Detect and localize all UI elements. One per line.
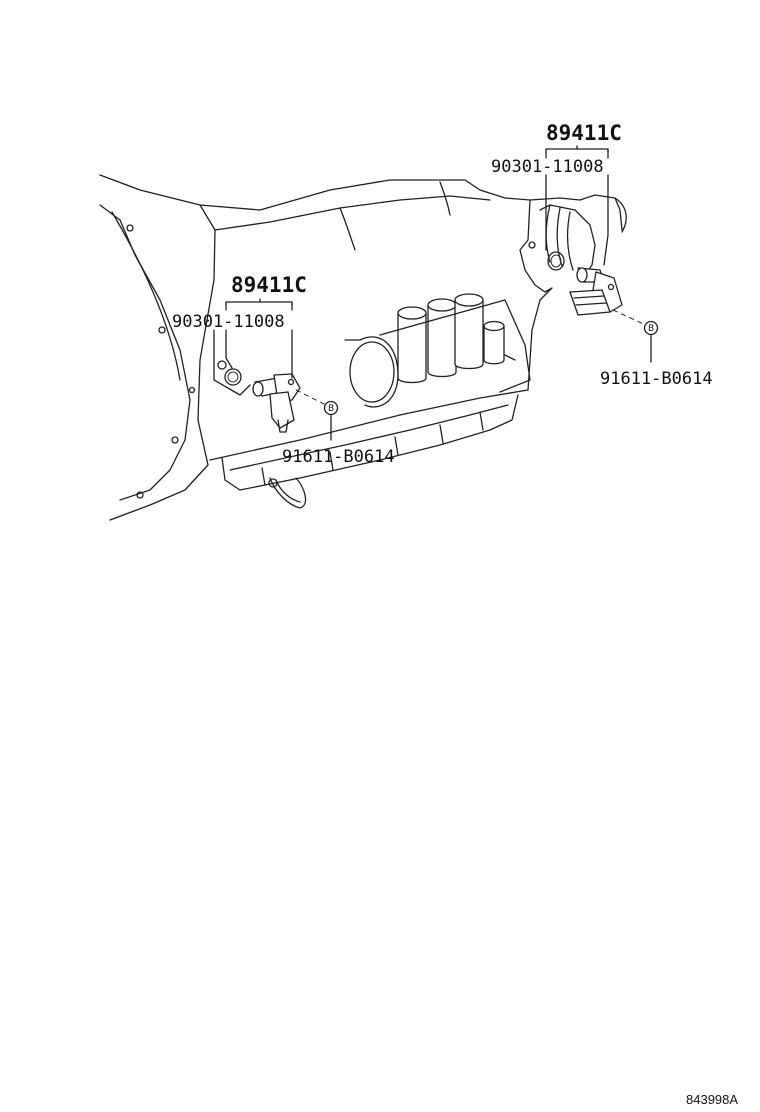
right-oring (547, 251, 565, 271)
diagram-reference-code: 843998A (686, 1092, 738, 1107)
right-bolt-callout-letter: B (648, 324, 654, 334)
left-bolt-callout-letter: B (328, 404, 334, 414)
left-oring (224, 368, 242, 386)
left-assembly-part-number: 89411C (231, 273, 307, 297)
transmission-housing-drawing (99, 174, 627, 521)
right-bolt-part-number: 91611-B0614 (600, 369, 713, 389)
left-bolt-part-number: 91611-B0614 (282, 447, 395, 467)
left-speed-sensor (252, 373, 301, 433)
right-assembly-part-number: 89411C (546, 121, 622, 145)
right-oring-part-number: 90301-11008 (491, 157, 604, 177)
right-sensor-group: B (545, 145, 659, 363)
left-sensor-group: B (224, 298, 339, 441)
right-speed-sensor (569, 267, 623, 316)
solenoid-cylinders (397, 293, 505, 384)
left-oring-part-number: 90301-11008 (172, 312, 285, 332)
